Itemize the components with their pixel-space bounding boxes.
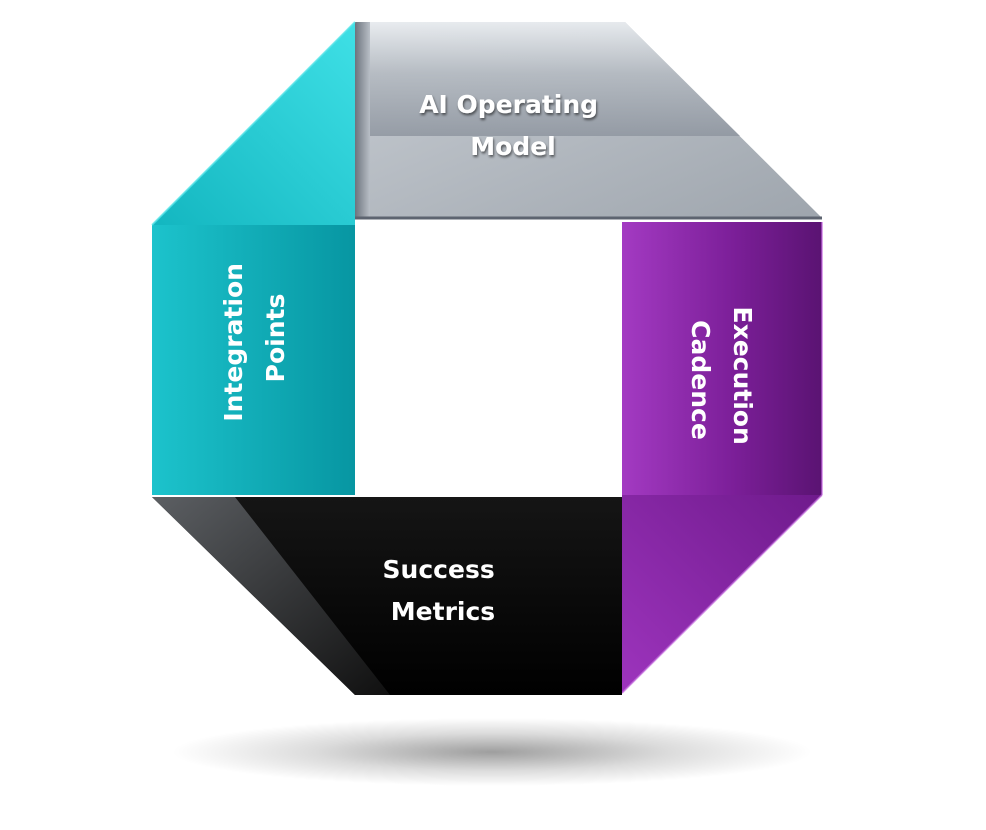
- label-left-line1: Integration: [219, 263, 248, 422]
- label-right-line1: Execution: [728, 307, 757, 445]
- label-top-line1: AI Operating: [419, 90, 598, 119]
- label-bottom-line2: Metrics: [391, 597, 495, 626]
- label-left-line2: Points: [261, 294, 290, 383]
- segment-left: [151, 21, 356, 495]
- label-ai-operating-model: AI Operating Model: [419, 90, 607, 161]
- label-integration-points: Integration Points: [219, 254, 290, 421]
- label-bottom-line1: Success: [383, 555, 495, 584]
- label-execution-cadence: Execution Cadence: [686, 307, 757, 454]
- center-space: [356, 222, 621, 495]
- segment-right: [621, 222, 823, 694]
- segment-top: [355, 22, 822, 220]
- floor-shadow: [172, 718, 812, 786]
- label-success-metrics: Success Metrics: [383, 555, 504, 626]
- segment-bottom: [152, 497, 622, 695]
- label-right-line2: Cadence: [686, 320, 715, 440]
- label-top-line2: Model: [470, 132, 555, 161]
